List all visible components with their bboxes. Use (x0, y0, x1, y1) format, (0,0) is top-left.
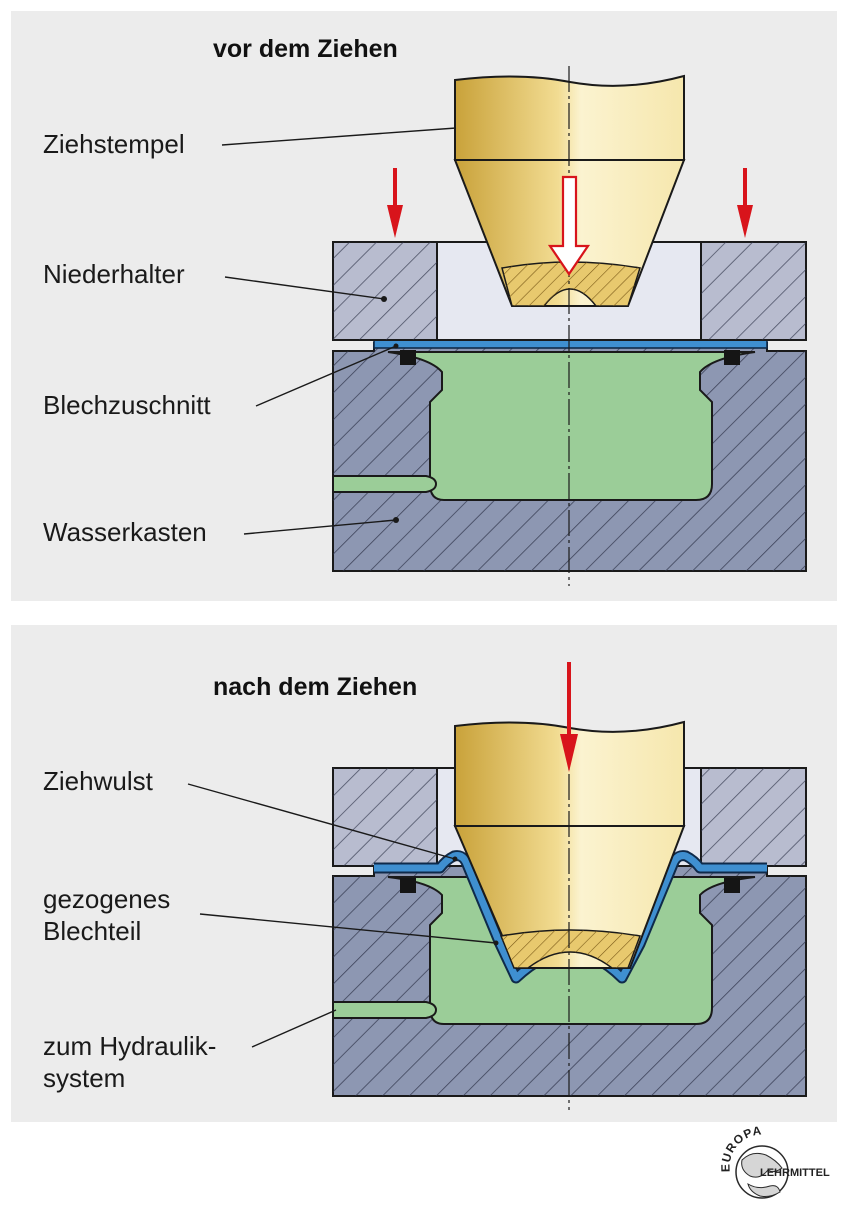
logo-lehrmittel: LEHRMITTEL (760, 1167, 830, 1179)
bottom-punch-force-arrow (560, 662, 578, 772)
leader-ziehstempel (221, 127, 457, 146)
label-hydraulik: zum Hydraulik- (43, 1031, 216, 1061)
bottom-hydraulic-channel (332, 1001, 438, 1019)
top-seal-left (400, 350, 416, 365)
leader-ziehwulst (187, 783, 456, 860)
top-pressure-arrow-right (737, 168, 753, 238)
leader-blechteil (199, 913, 497, 944)
top-sheet-blank (373, 339, 768, 349)
top-pressure-arrow-left (387, 168, 403, 238)
top-panel-title: vor dem Ziehen (213, 35, 398, 63)
leader-hydraulik (251, 1009, 337, 1048)
top-motion-arrow (547, 175, 591, 276)
bottom-panel-title: nach dem Ziehen (213, 673, 417, 701)
label-blechzuschnitt: Blechzuschnitt (43, 390, 211, 420)
top-panel: vor dem Ziehen (11, 11, 837, 601)
top-seal-right (724, 350, 740, 365)
label-wasserkasten: Wasserkasten (43, 517, 207, 547)
label-gezogenes: gezogenes (43, 884, 170, 914)
bottom-punch (453, 720, 686, 969)
europa-lehrmittel-logo: EUROPA LEHRMITTEL (719, 1123, 830, 1199)
label-ziehstempel: Ziehstempel (43, 129, 185, 159)
leader-niederhalter (224, 276, 385, 300)
leader-wasserkasten (243, 519, 397, 535)
label-niederhalter: Niederhalter (43, 259, 185, 289)
label-system: system (43, 1063, 125, 1093)
top-hydraulic-channel (332, 475, 438, 493)
bottom-panel: nach dem Ziehen (11, 625, 837, 1122)
leader-blechzuschnitt (255, 345, 397, 407)
top-water-chamber (387, 351, 756, 501)
label-ziehwulst: Ziehwulst (43, 766, 154, 796)
bottom-seal-left (400, 878, 416, 893)
bottom-seal-right (724, 878, 740, 893)
label-blechteil: Blechteil (43, 916, 141, 946)
